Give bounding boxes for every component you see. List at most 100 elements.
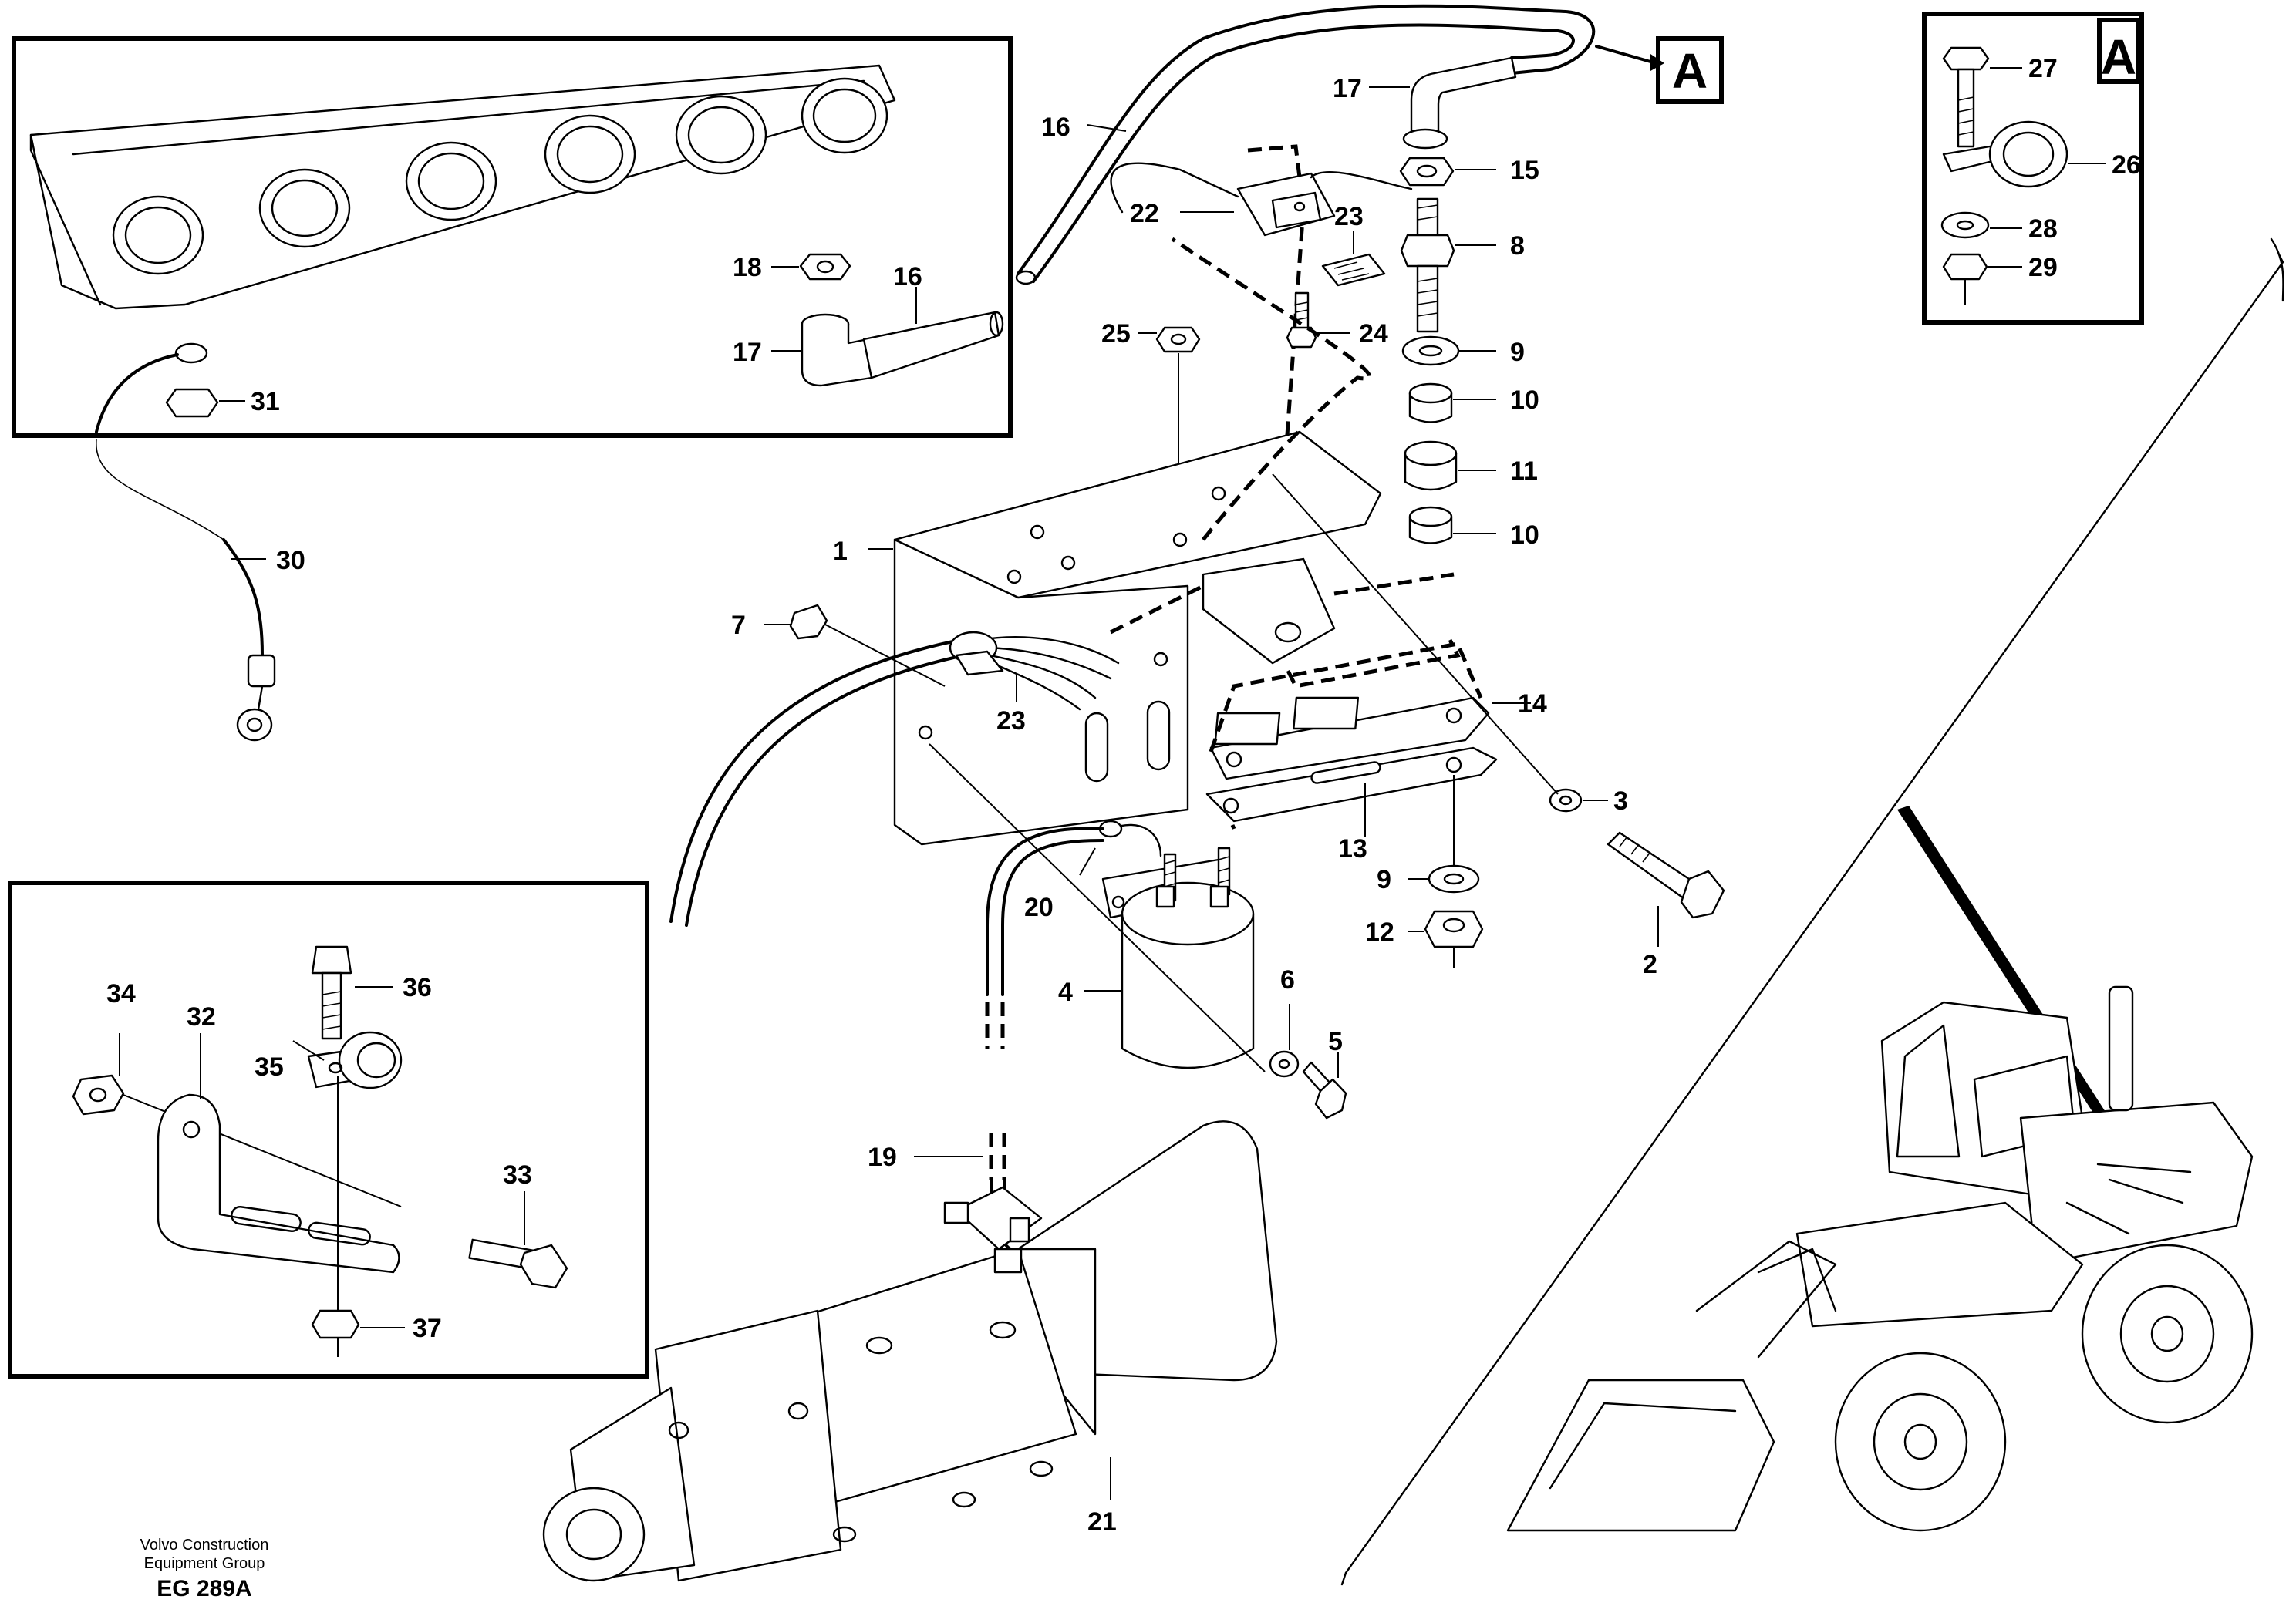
mounting-plate-1: [893, 237, 1382, 846]
callout-19: 19: [868, 1143, 897, 1172]
footer-company-line1: Volvo Construction: [140, 1537, 269, 1554]
bushing-10-lower: [1408, 506, 1453, 544]
callout-13: 13: [1338, 834, 1367, 864]
callout-7: 7: [731, 611, 746, 640]
callout-15: 15: [1510, 156, 1539, 185]
bracket-32: [157, 1093, 400, 1274]
screw-24: [1286, 291, 1317, 349]
callout-21: 21: [1087, 1507, 1117, 1537]
callout-6: 6: [1280, 965, 1295, 995]
bolt-36: [311, 945, 352, 1040]
nut-31: [165, 388, 219, 418]
nut-37: [311, 1309, 360, 1339]
nut-25: [1155, 326, 1201, 353]
bolt-33: [468, 1238, 568, 1289]
callout-30: 30: [276, 546, 305, 575]
footer: Volvo Construction Equipment Group EG 28…: [140, 1537, 269, 1601]
callout-16-main: 16: [1041, 113, 1070, 142]
callout-32: 32: [187, 1002, 216, 1032]
ground-cable-30: [96, 439, 276, 742]
callout-37: 37: [413, 1314, 442, 1343]
callout-36: 36: [403, 973, 432, 1002]
nut-12: [1424, 910, 1484, 948]
callout-2: 2: [1643, 950, 1657, 979]
detail-marker-a: A: [1595, 36, 1724, 104]
bushing-10-upper: [1408, 382, 1453, 423]
clamp-35: [307, 1031, 403, 1089]
wheel-loader-overview: [1340, 237, 2284, 1586]
callout-24: 24: [1359, 319, 1388, 349]
footer-company-line2: Equipment Group: [144, 1555, 265, 1572]
callout-labels: 1 2 3 4 5 6 7 8 9 9 10 10 11 12 13 14 15…: [106, 54, 2141, 1537]
inset-bracket: [8, 881, 649, 1379]
insulator-11: [1404, 440, 1458, 491]
terminal-stack: [1399, 157, 1460, 544]
callout-20: 20: [1024, 893, 1054, 922]
callout-5: 5: [1328, 1027, 1343, 1056]
nut-15: [1399, 157, 1455, 187]
callout-16-inset: 16: [893, 262, 922, 291]
callout-14: 14: [1518, 689, 1547, 719]
callout-17-inset: 17: [733, 338, 762, 367]
callout-10-lower: 10: [1510, 520, 1539, 550]
manifold-ports: [112, 77, 888, 275]
callout-18: 18: [733, 253, 762, 282]
nut-34: [72, 1074, 125, 1116]
hose-16: [1015, 4, 1596, 285]
callout-22: 22: [1130, 199, 1159, 228]
front-wheel: [1834, 1352, 2007, 1532]
callout-3: 3: [1613, 786, 1628, 816]
callout-12: 12: [1365, 918, 1394, 947]
callout-35: 35: [255, 1052, 284, 1082]
callout-33: 33: [503, 1160, 532, 1190]
callout-8: 8: [1510, 231, 1525, 261]
connector-22: [1110, 144, 1413, 533]
washer-9: [1401, 335, 1460, 366]
callout-25: 25: [1101, 319, 1131, 349]
washer-6: [1269, 1050, 1300, 1078]
stud-8: [1400, 197, 1455, 333]
callout-27: 27: [2028, 54, 2058, 83]
callout-31: 31: [251, 387, 280, 416]
bolt-27: [1942, 46, 1990, 148]
nut-29: [1942, 253, 1988, 281]
callout-17-main: 17: [1333, 74, 1362, 103]
hose-16-inset: [862, 311, 1004, 379]
callout-10-upper: 10: [1510, 386, 1539, 415]
cable-clip-23: [949, 631, 1004, 676]
bolt-5: [1302, 1061, 1347, 1120]
elbow-fitting-17: [1402, 56, 1517, 150]
callout-23-clip: 23: [996, 706, 1026, 736]
callout-23-connector: 23: [1334, 202, 1364, 231]
bolt-2: [1607, 831, 1725, 919]
detail-marker-a-label: A: [1672, 43, 1708, 99]
callout-11: 11: [1510, 456, 1538, 486]
nut-18: [799, 253, 851, 281]
callout-34: 34: [106, 979, 136, 1008]
cable-harness: [669, 584, 1205, 927]
connector-23: [1321, 253, 1386, 287]
starter-motor-21: [542, 1120, 1278, 1582]
detail-marker-a-inset: A: [2101, 29, 2136, 85]
callout-28: 28: [2028, 214, 2058, 244]
clamp-26: [1942, 120, 2068, 188]
callout-9-lower: 9: [1377, 865, 1391, 894]
washer-3: [1549, 788, 1583, 813]
busbar-bracket: [1202, 557, 1461, 689]
rear-wheel: [2081, 1244, 2254, 1424]
callout-9-upper: 9: [1510, 338, 1525, 367]
busbar-13: [1205, 746, 1498, 830]
elbow-fitting-17: [801, 313, 873, 387]
busbar-14: [1209, 641, 1490, 780]
callout-26: 26: [2112, 150, 2141, 180]
callout-29: 29: [2028, 253, 2058, 282]
washer-28: [1940, 211, 1990, 239]
capacitor-4: [1101, 847, 1255, 1069]
callout-1: 1: [833, 537, 848, 566]
callout-4: 4: [1058, 978, 1073, 1007]
detail-a-inset: A: [1922, 12, 2144, 325]
inset-manifold: [12, 36, 1013, 438]
footer-drawing-code: EG 289A: [157, 1576, 251, 1601]
nut-7: [789, 604, 828, 640]
